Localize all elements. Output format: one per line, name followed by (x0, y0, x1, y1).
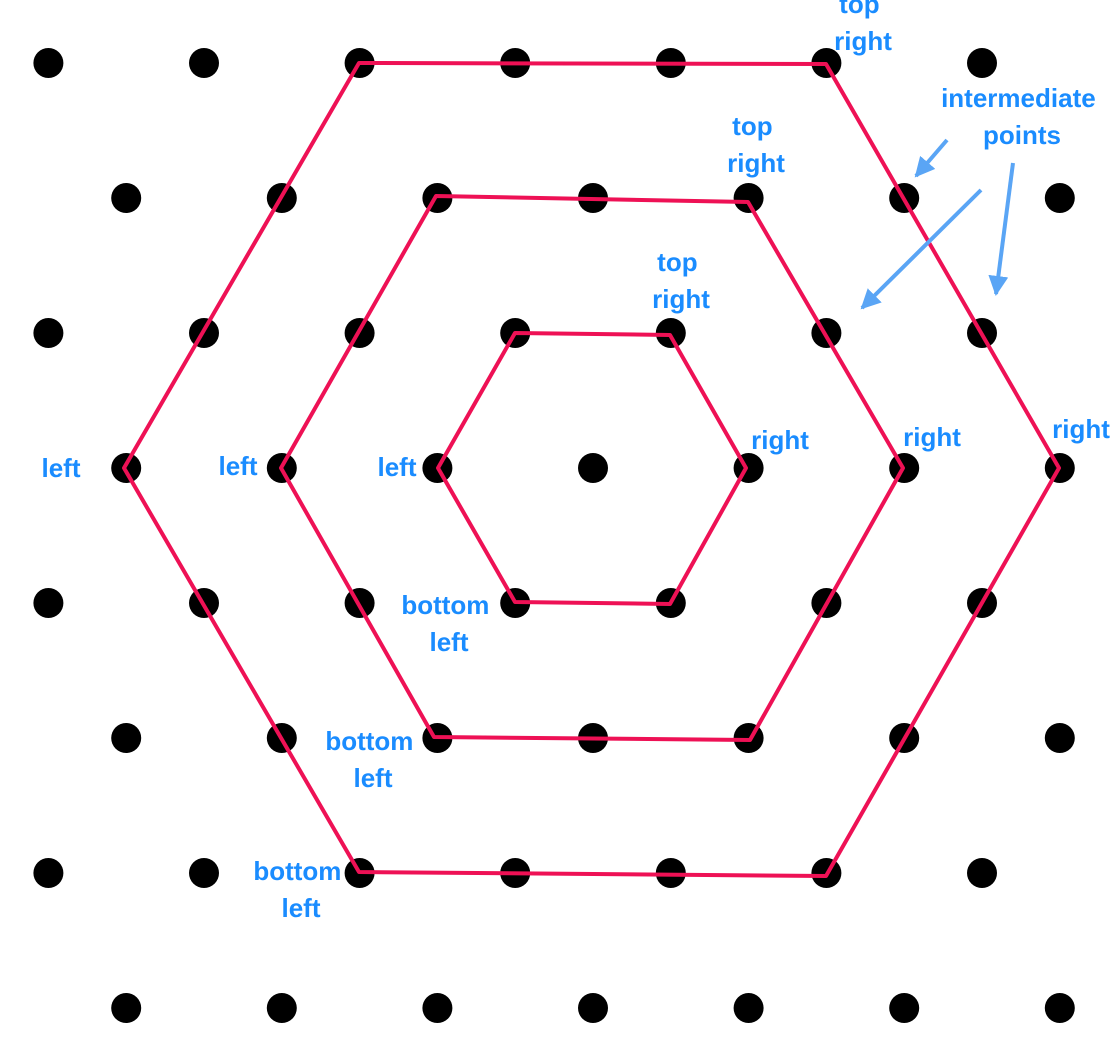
grid-dot (111, 993, 142, 1023)
grid-dot (1044, 993, 1075, 1023)
arrow-to-outer-point (914, 138, 949, 178)
arrow-to-middle-point (860, 188, 983, 310)
grid-dot (733, 183, 764, 213)
label-bottom-left-middle: bottom left (325, 726, 420, 793)
arrow-to-right-point (988, 162, 1015, 296)
label-bottom-left-outer: bottom left (253, 856, 348, 923)
label-right-outer: right (1052, 414, 1110, 444)
outer-hexagon (122, 61, 1061, 878)
grid-dot (967, 858, 997, 888)
grid-dot (578, 453, 608, 483)
grid-dot (33, 858, 64, 888)
label-bottom-left-inner: bottom left (401, 590, 496, 657)
grid-dot (111, 183, 142, 213)
grid-dot (578, 993, 608, 1023)
grid-dot (33, 588, 64, 618)
label-left-inner: left (378, 452, 417, 482)
label-top-right-outer: top right (834, 0, 892, 56)
grid-dot (1044, 723, 1075, 753)
grid-dot (111, 723, 142, 753)
label-right-middle: right (903, 422, 961, 452)
grid-dot (33, 318, 64, 348)
hexagons (122, 61, 1061, 878)
label-intermediate-points: intermediate points (941, 83, 1103, 150)
grid-dot (189, 858, 219, 888)
label-top-right-middle: top right (727, 111, 785, 178)
middle-hexagon (279, 194, 905, 742)
grid-dot (33, 48, 64, 78)
grid-dot (733, 993, 764, 1023)
grid-dot (889, 993, 920, 1023)
label-top-right-inner: top right (652, 247, 710, 314)
grid-dots (33, 48, 1075, 1023)
label-left-middle: left (219, 451, 258, 481)
grid-dot (967, 48, 997, 78)
grid-dot (266, 993, 297, 1023)
grid-dot (655, 318, 686, 348)
label-right-inner: right (751, 425, 809, 455)
label-left-outer: left (42, 453, 81, 483)
grid-dot (189, 48, 219, 78)
grid-dot (422, 993, 453, 1023)
grid-dot (1044, 183, 1075, 213)
labels: top right right left bottom left top rig… (42, 0, 1111, 923)
inner-hexagon (436, 331, 748, 606)
arrows (860, 138, 1015, 310)
